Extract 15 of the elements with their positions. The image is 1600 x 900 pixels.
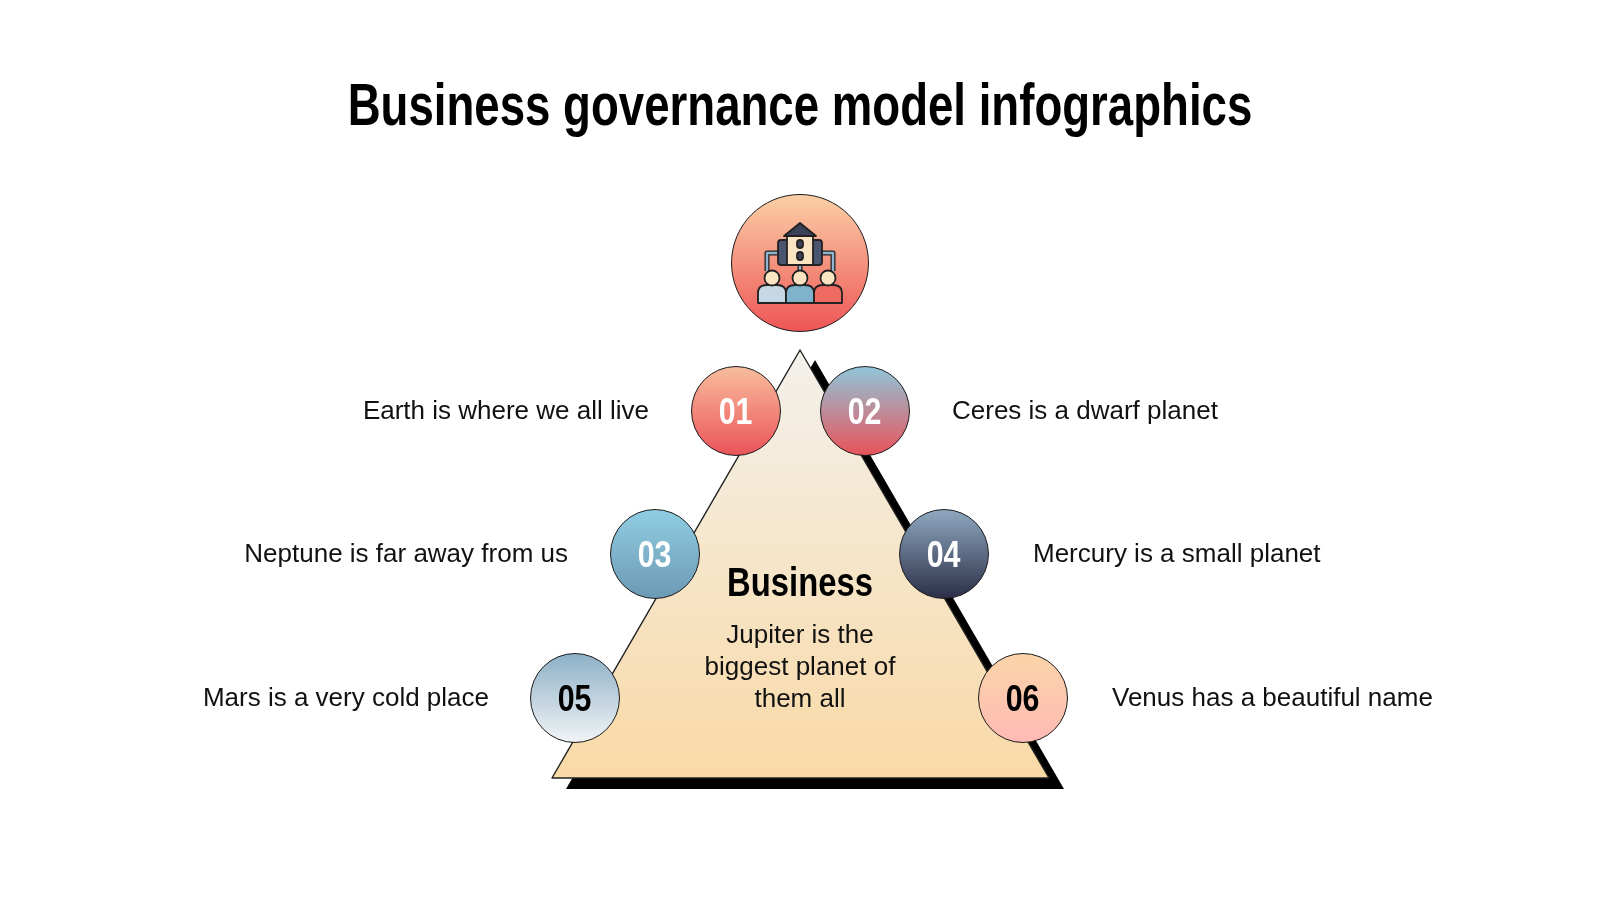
description-text: Venus has a beautiful name xyxy=(1112,682,1433,714)
step-number: 04 xyxy=(927,535,961,573)
step-number: 06 xyxy=(1006,679,1040,717)
description-text: Earth is where we all live xyxy=(362,395,649,427)
description-text: Neptune is far away from us xyxy=(244,538,568,570)
step-number: 03 xyxy=(638,535,672,573)
description-text: Mercury is a small planet xyxy=(1033,538,1321,570)
body-text: Jupiter is the biggest planet of them all xyxy=(703,618,897,714)
step-number: 02 xyxy=(848,392,882,430)
title: Business governance model infographics xyxy=(347,72,1253,138)
description-text: Ceres is a dwarf planet xyxy=(952,395,1218,427)
heading: Business xyxy=(727,560,873,606)
description-text: Mars is a very cold place xyxy=(202,682,489,714)
step-number: 05 xyxy=(558,679,592,717)
step-number: 01 xyxy=(719,392,753,430)
